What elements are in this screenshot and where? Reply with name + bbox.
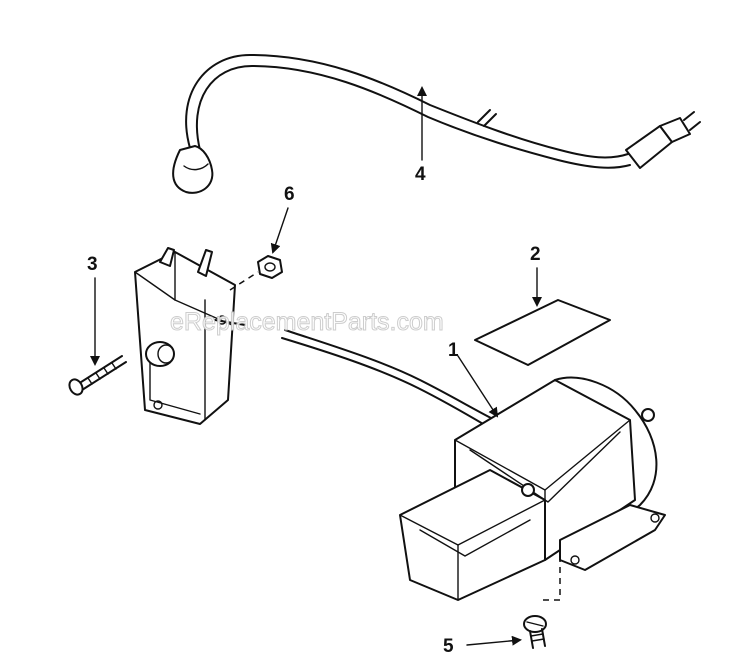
watermark-text: eReplacementParts.com	[170, 308, 444, 336]
nut-part	[257, 255, 283, 279]
callout-2: 2	[530, 244, 541, 265]
callout-arrows	[90, 86, 542, 646]
arrow-1	[457, 355, 499, 418]
callout-4: 4	[415, 164, 426, 185]
screw-part	[68, 355, 127, 396]
callout-1: 1	[448, 340, 459, 361]
callout-5: 5	[443, 636, 454, 657]
motor-lead-wire	[281, 329, 496, 429]
arrow-6	[270, 207, 289, 254]
small-screw-part	[523, 615, 547, 649]
switch-part	[134, 247, 259, 425]
motor-part	[399, 376, 666, 601]
callout-6: 6	[284, 184, 295, 205]
label-sheet-part	[474, 299, 611, 366]
arrow-5	[466, 635, 522, 646]
callout-3: 3	[87, 254, 98, 275]
power-cord-part	[172, 54, 701, 194]
